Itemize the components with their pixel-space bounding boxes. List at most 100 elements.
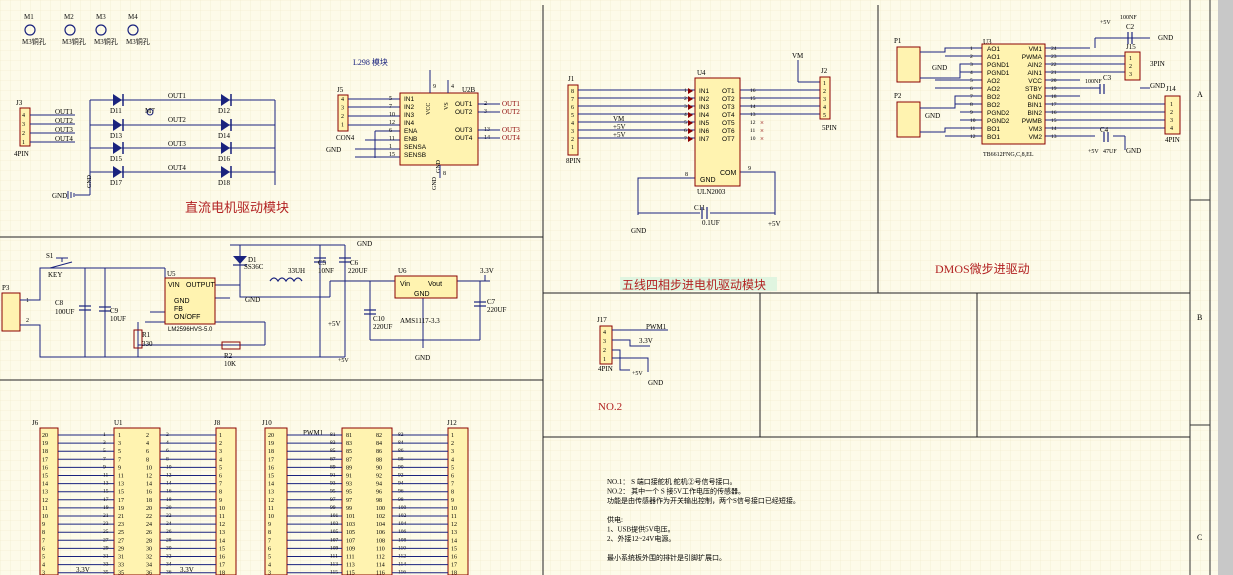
u1b-pin-label: 114 [376, 563, 385, 569]
j14-pin-num: 3 [1170, 118, 1173, 124]
l298-pin-num: 1 [389, 144, 392, 150]
tb6612-pin-num: 6 [970, 86, 973, 92]
u4-gnd-num: 8 [685, 172, 688, 178]
j12-pin-num: 11 [451, 514, 457, 520]
j6-ref: J6 [32, 419, 39, 427]
j17-pin-num: 2 [603, 348, 606, 354]
uln-vm-net: VM [613, 115, 625, 123]
j2-pin-num: 3 [823, 97, 826, 103]
u1b-pin-label: 83 [346, 441, 352, 447]
note-line: NO.1： S 端口接舵机 舵机②号信号接口。 [607, 477, 737, 486]
j15-connector [1124, 51, 1141, 81]
uln-pin-in7: IN7 [699, 136, 710, 143]
u1b-pin-label: 98 [376, 498, 382, 504]
u1-pin-label: 31 [118, 555, 124, 561]
j12-pin-num: 16 [451, 555, 457, 561]
uln-pin-num: 10 [750, 136, 756, 142]
u6-ref: U6 [398, 267, 407, 275]
l298-pin4: 4 [451, 84, 454, 90]
p2-ref: P2 [894, 92, 902, 100]
l298-out-net: OUT2 [502, 108, 520, 116]
uln-pin-num: 15 [750, 96, 756, 102]
j12-pin-num: 12 [451, 522, 457, 528]
j17-pin-num: 3 [603, 339, 606, 345]
c2-gnd: GND [1158, 34, 1173, 42]
c4-5v: +5V [1088, 149, 1099, 155]
j5-wires [348, 98, 400, 158]
u1-pin-num: 7 [103, 456, 106, 462]
j10-pin-num: 14 [268, 482, 274, 488]
j10-pin-num: 3 [268, 571, 271, 575]
dmos-module: P1 P2 GND GND [894, 15, 1181, 276]
u1b-pin-label: 110 [376, 546, 385, 552]
no-connect-mark: × [760, 135, 764, 143]
r1-value: 330 [142, 340, 153, 348]
tb6612-pin-bin1: BIN1 [1028, 102, 1043, 109]
u1-pin-label: 32 [146, 555, 152, 561]
tb6612-pin-num: 7 [970, 94, 973, 100]
diode-d15 [113, 142, 124, 154]
u1-pin-num: 35 [103, 570, 109, 575]
u1b-pin-num: 103 [330, 521, 339, 527]
c11-ref: C11 [694, 204, 706, 212]
u1-pin-label: 5 [118, 449, 121, 455]
u1b-pin-label: 105 [346, 530, 355, 536]
uln-input-arrow [688, 128, 693, 134]
uln-pin-num: 5 [684, 120, 687, 126]
u1b-pin-num: 87 [330, 456, 336, 462]
p3-pin1: 1 [26, 298, 29, 304]
j12-pin-num: 14 [451, 538, 457, 544]
motor-m7-label: M7 [145, 107, 155, 115]
tb6612-pin-pgnd2: PGND2 [987, 118, 1010, 125]
j6-pin-num: 4 [42, 563, 45, 569]
j3-net-label: OUT3 [55, 126, 73, 134]
uln-5v-label: +5V [768, 220, 781, 228]
c3-symbol [1099, 84, 1105, 94]
r1-ref: R1 [142, 331, 151, 339]
motor-m7-symbol [146, 108, 154, 116]
uln-pin-ot6: OT6 [722, 128, 735, 135]
j14-pin-num: 4 [1170, 126, 1173, 132]
border-letter-a: A [1197, 90, 1203, 99]
u1b-pin-label: 86 [376, 449, 382, 455]
c3-ref: C3 [1103, 74, 1112, 82]
c7-ref: C7 [487, 298, 496, 306]
u1b-pin-num: 81 [330, 432, 336, 438]
v33-label: 3.3V [480, 267, 494, 275]
uln-pin-in4: IN4 [699, 112, 710, 119]
tb6612-pin-num: 19 [1051, 86, 1057, 92]
pin-headers: J6 U1 J8 J10 J12 PWM1 3.3V 3.3V 20112212… [32, 419, 469, 575]
u6-vin: Vin [400, 281, 410, 288]
j2-pin-num: 2 [823, 89, 826, 95]
u1b-pin-label: 101 [346, 514, 355, 520]
c6-value: 220UF [348, 267, 368, 275]
j15-ref: J15 [1126, 43, 1136, 51]
uln-pin-ot3: OT3 [722, 104, 735, 111]
u1b-pin-label: 93 [346, 482, 352, 488]
u1-3v3-right: 3.3V [180, 566, 194, 574]
u1-pin-label: 27 [118, 538, 124, 544]
j5-type: CON4 [336, 134, 355, 142]
u1b-pin-label: 84 [376, 441, 382, 447]
u1-pin-num: 31 [103, 554, 109, 560]
j6-pin-num: 19 [42, 441, 48, 447]
tb6612-pin-num: 13 [1051, 134, 1057, 140]
u1b-pin-label: 97 [346, 498, 352, 504]
uln-pin-ot1: OT1 [722, 88, 735, 95]
j5-pin-num: 2 [341, 114, 344, 120]
key-switch [49, 257, 73, 269]
j3-pin-num: 1 [22, 140, 25, 146]
j12-pin-num: 13 [451, 530, 457, 536]
u5-pin-fb: FB [174, 306, 183, 313]
l298-pin-sensb: SENSB [404, 152, 426, 159]
u6-part: AMS1117-3.3 [400, 317, 440, 325]
u1-pin-label: 9 [118, 465, 121, 471]
note-line: 供电: [607, 515, 623, 524]
l298-pin-num: 7 [389, 104, 392, 110]
l298-pin-in4: IN4 [404, 120, 415, 127]
no-connect-mark: × [760, 119, 764, 127]
j6-pin-num: 16 [42, 465, 48, 471]
svg-text:M2: M2 [64, 13, 74, 21]
